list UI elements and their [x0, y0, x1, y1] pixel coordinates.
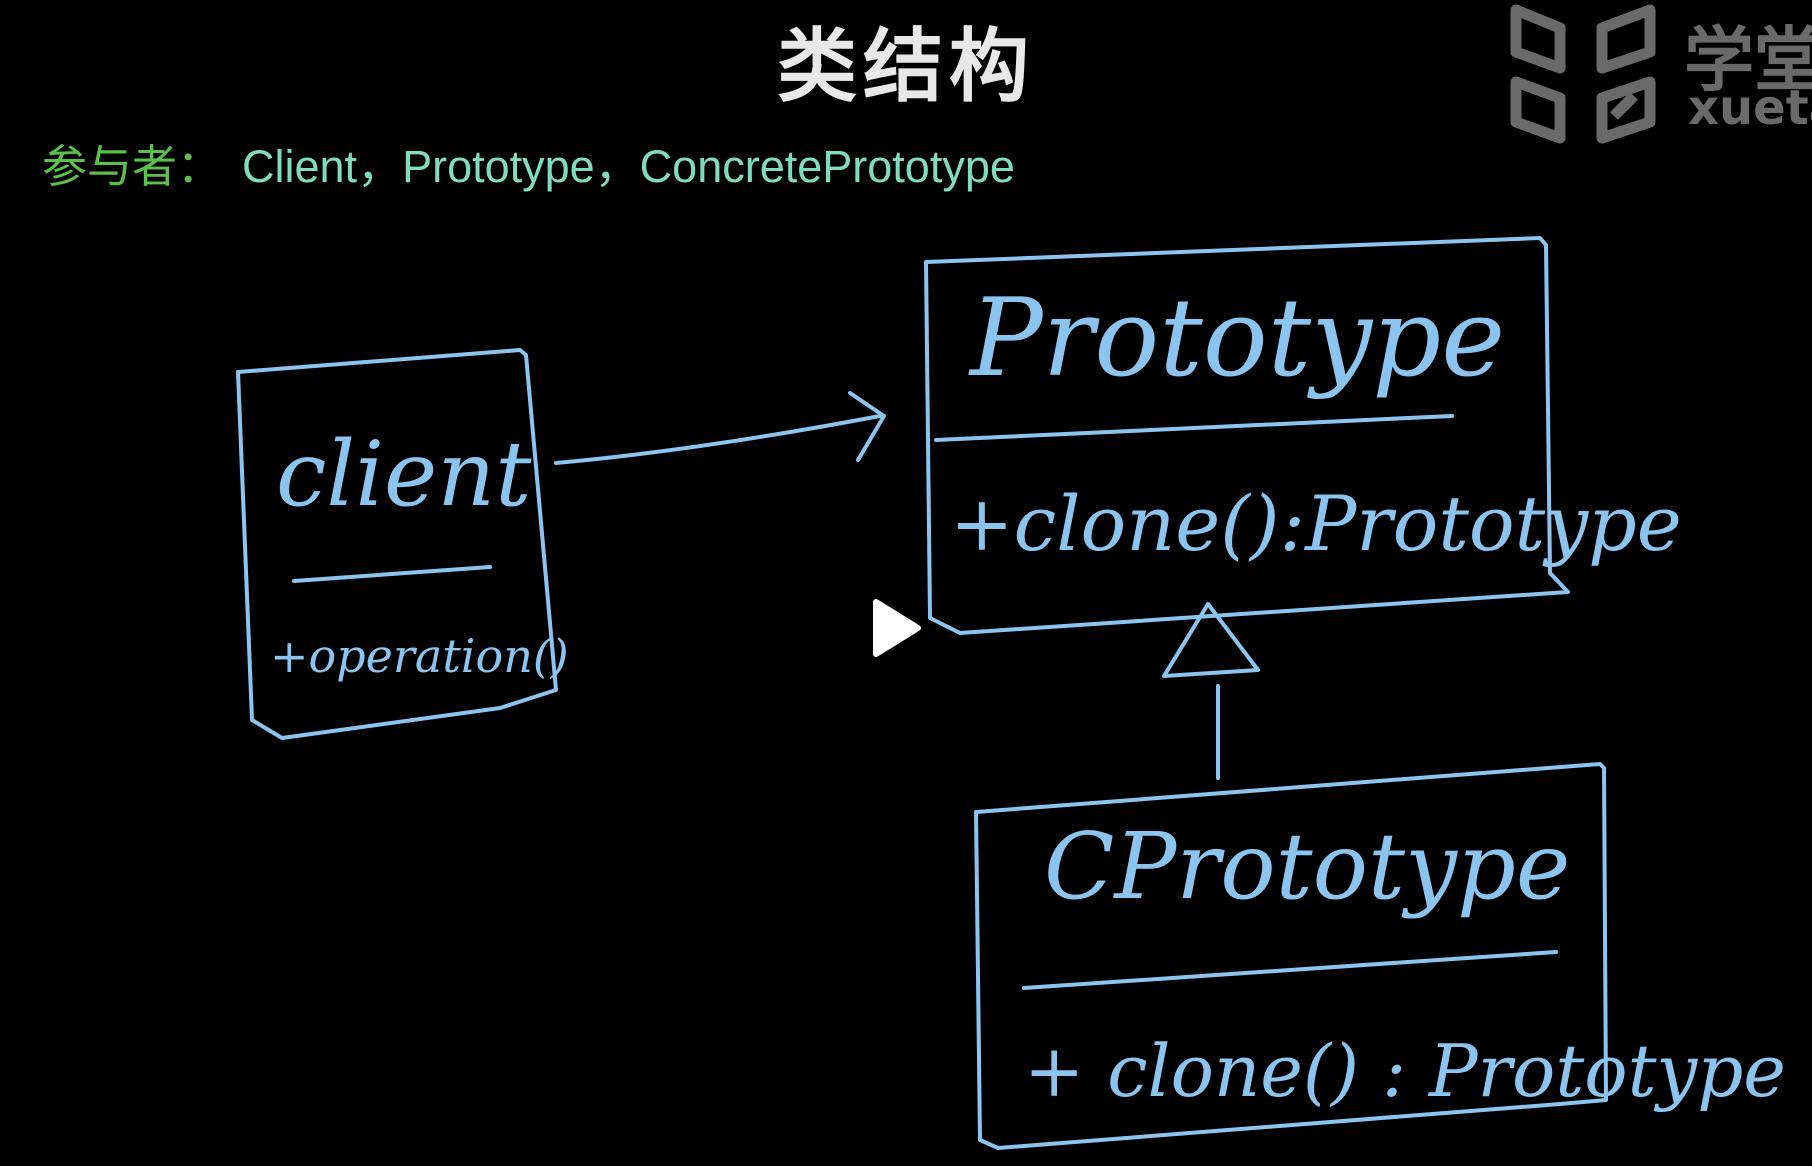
participants-names: Client，Prototype，ConcretePrototype: [242, 141, 1015, 192]
prototype-class-box: Prototype +clone():Prototype: [924, 236, 1682, 635]
slide-title: 类结构: [777, 20, 1035, 113]
xuetang-logo: 学堂 xuetang: [1510, 0, 1812, 145]
client-class-box: client +operation(): [236, 348, 569, 740]
cprototype-class-box: CPrototype + clone() : Prototype: [974, 762, 1786, 1150]
participants-label: 参与者：: [42, 141, 223, 192]
client-class-method: +operation(): [270, 629, 569, 683]
play-button[interactable]: [870, 598, 922, 658]
cprototype-class-method: + clone() : Prototype: [1024, 1029, 1786, 1113]
participants-line: 参与者： Client，Prototype，ConcretePrototype: [42, 130, 1015, 195]
logo-text-en: xuetang: [1688, 80, 1812, 136]
book-logo-icon: [1510, 4, 1656, 144]
prototype-class-name: Prototype: [968, 276, 1505, 401]
inheritance-arrow: [1162, 602, 1260, 780]
prototype-class-method: +clone():Prototype: [950, 479, 1682, 568]
logo-text-cn: 学堂: [1684, 19, 1812, 101]
client-class-name: client: [276, 422, 532, 527]
play-icon: [873, 599, 921, 657]
association-arrow: [554, 391, 886, 465]
cprototype-class-name: CPrototype: [1044, 813, 1570, 920]
